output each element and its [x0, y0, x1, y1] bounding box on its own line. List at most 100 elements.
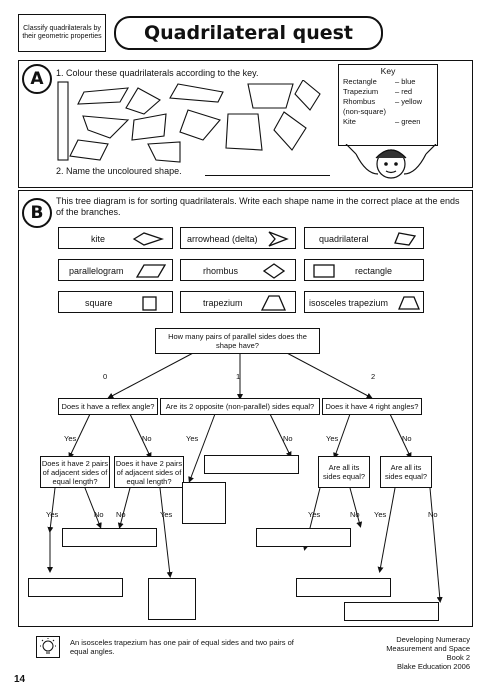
shape-name: arrowhead (delta) [187, 234, 258, 244]
no-label: No [94, 510, 104, 519]
shape-name: rhombus [203, 266, 239, 276]
shape-card-rhombus: rhombus [180, 259, 296, 281]
answer-box[interactable] [296, 578, 391, 597]
book-number: Book 2 [446, 653, 470, 662]
root-question: How many pairs of parallel sides does th… [155, 328, 320, 354]
section-b-label: B [22, 198, 52, 228]
arrowhead-icon [268, 231, 289, 247]
key-row: Trapezium – red [339, 87, 437, 97]
key-shape: Kite [343, 117, 356, 126]
no-label: No [283, 434, 293, 443]
trapezium-icon [261, 295, 286, 311]
rectangle-icon [313, 264, 335, 278]
quadrilateral-shapes [57, 80, 321, 163]
shape-name: square [85, 298, 113, 308]
footer-credits: Developing Numeracy Measurement and Spac… [360, 635, 470, 671]
answer-line[interactable] [205, 175, 330, 176]
answer-box[interactable] [204, 455, 299, 474]
instructions: This tree diagram is for sorting quadril… [56, 196, 460, 217]
tip-text: An isosceles trapezium has one pair of e… [70, 638, 294, 656]
key-colour: – blue [395, 77, 416, 86]
shape-trapezium-2 [247, 83, 294, 109]
key-row: Kite – green [339, 117, 437, 127]
publisher: Blake Education 2006 [397, 662, 470, 671]
key-shape: Trapezium [343, 87, 379, 96]
section-a [18, 60, 473, 188]
page-number: 14 [14, 674, 26, 685]
shape-card-square: square [58, 291, 173, 313]
yes-label: Yes [308, 510, 321, 519]
q-adjacent-sides-1: Does it have 2 pairs of adjacent sides o… [40, 456, 110, 488]
key-row: Rectangle – blue [339, 77, 437, 87]
subject-name: Measurement and Space [386, 644, 470, 653]
branch-2: 2 [371, 372, 376, 381]
yes-label: Yes [186, 434, 199, 443]
rhombus-icon [263, 263, 285, 279]
shape-name: isosceles trapezium [309, 298, 389, 308]
shape-card-kite: kite [58, 227, 173, 249]
shape-parallelogram-1 [169, 83, 224, 103]
branch-1: 1 [236, 372, 241, 381]
key-colour: – green [395, 117, 421, 126]
no-label: No [116, 510, 126, 519]
shape-quad-1 [82, 115, 130, 139]
objective-box: Classify quadrilaterals by their geometr… [18, 14, 106, 52]
girl-illustration [345, 144, 437, 179]
shape-card-isosceles-trapezium: isosceles trapezium [304, 291, 424, 313]
answer-box[interactable] [182, 482, 226, 524]
q-all-sides-equal-2: Are all its sides equal? [380, 456, 432, 488]
shape-rectangle [225, 113, 263, 151]
parallelogram-icon [136, 264, 166, 278]
shape-parallelogram-2 [69, 139, 109, 161]
yes-label: Yes [374, 510, 387, 519]
shape-card-trapezium: trapezium [180, 291, 296, 313]
answer-box[interactable] [256, 528, 351, 547]
shape-card-parallelogram: parallelogram [58, 259, 173, 281]
q-right-angles: Does it have 4 right angles? [322, 398, 422, 415]
shape-rhombus-1 [294, 80, 321, 111]
question-1: 1. Colour these quadrilaterals according… [56, 68, 259, 78]
q-reflex-angle: Does it have a reflex angle? [58, 398, 158, 415]
colour-key: Key Rectangle – blue Trapezium – red Rhomb… [338, 64, 438, 146]
section-a-label: A [22, 64, 52, 94]
key-row: (non-square) [339, 107, 437, 117]
shape-card-arrowhead: arrowhead (delta) [180, 227, 296, 249]
shape-kite-2 [179, 109, 221, 141]
lightbulb-icon [36, 636, 60, 658]
shape-tall-rectangle [57, 81, 69, 161]
shape-name: rectangle [355, 266, 393, 276]
shape-quad-2 [131, 113, 167, 141]
answer-box[interactable] [28, 578, 123, 597]
answer-box[interactable] [62, 528, 157, 547]
quadrilateral-icon [394, 232, 417, 246]
objective-text: Classify quadrilaterals by their geometr… [22, 25, 102, 40]
branch-0: 0 [103, 372, 108, 381]
isosceles-trapezium-icon [398, 296, 420, 310]
section-b [18, 190, 473, 627]
shape-rhombus-2 [273, 111, 307, 151]
no-label: No [428, 510, 438, 519]
shape-name: kite [91, 234, 106, 244]
yes-label: Yes [46, 510, 59, 519]
yes-label: Yes [326, 434, 339, 443]
shape-name: trapezium [203, 298, 243, 308]
yes-label: Yes [160, 510, 173, 519]
shape-quad-3 [147, 141, 181, 163]
shape-card-quadrilateral: quadrilateral [304, 227, 424, 249]
question-2: 2. Name the uncoloured shape. [56, 166, 182, 176]
shape-trapezium-1 [77, 87, 130, 105]
page-title: Quadrilateral quest [114, 16, 383, 50]
key-colour: – red [395, 87, 413, 96]
answer-box[interactable] [148, 578, 196, 620]
answer-box[interactable] [344, 602, 439, 621]
q-adjacent-sides-2: Does it have 2 pairs of adjacent sides o… [114, 456, 184, 488]
q-opposite-sides: Are its 2 opposite (non-parallel) sides … [160, 398, 320, 415]
key-heading: Key [380, 66, 396, 76]
kite-icon [132, 232, 164, 246]
key-row: Rhombus– yellow [339, 97, 437, 107]
key-shape: Rectangle [343, 77, 377, 86]
no-label: No [142, 434, 152, 443]
key-shape: (non-square) [343, 107, 386, 116]
key-colour: – yellow [395, 97, 423, 106]
